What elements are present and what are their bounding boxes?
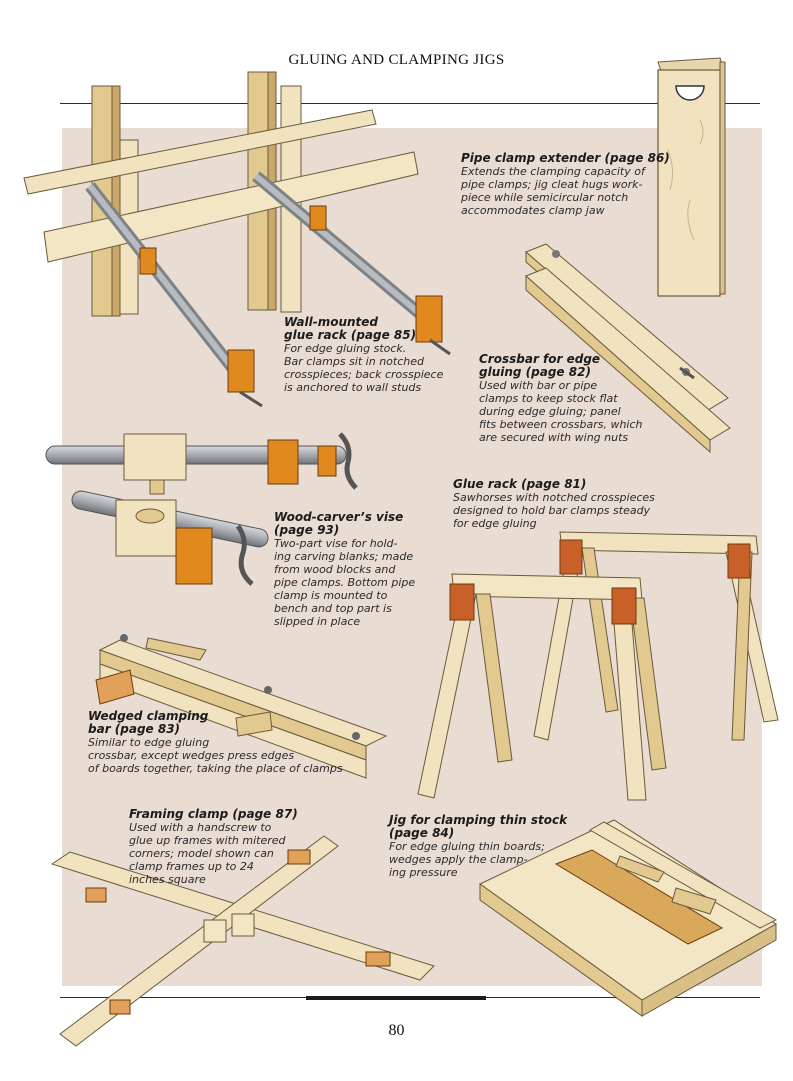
page-title: GLUING AND CLAMPING JIGS (288, 52, 505, 68)
caption-wedged-clamping-bar: Wedged clamping bar (page 83) Similar to… (88, 709, 388, 776)
glue-rack-illustration (417, 531, 779, 801)
top-rule (60, 103, 760, 104)
framing-clamp-illustration (50, 835, 435, 1047)
caption-pipe-clamp-extender: Pipe clamp extender (page 86) Extends th… (461, 151, 691, 218)
caption-body: Sawhorses with notched crosspieces desig… (453, 491, 655, 530)
caption-body: Extends the clamping capacity of pipe cl… (461, 165, 645, 217)
caption-heading: Framing clamp (page 87) (129, 807, 298, 821)
page-number: 80 (388, 1022, 405, 1039)
caption-heading: Wall-mounted glue rack (page 85) (284, 315, 417, 342)
caption-body: Two-part vise for hold- ing carving blan… (274, 537, 416, 628)
pipe-clamp-extender-illustration (657, 57, 726, 297)
caption-wall-mounted-glue-rack: Wall-mounted glue rack (page 85) For edg… (284, 315, 474, 395)
caption-framing-clamp: Framing clamp (page 87) Used with a hand… (129, 807, 319, 887)
caption-heading: Wedged clamping bar (page 83) (88, 709, 209, 736)
caption-heading: Pipe clamp extender (page 86) (461, 151, 670, 165)
bottom-rule-accent (306, 996, 486, 1000)
caption-heading: Crossbar for edge gluing (page 82) (479, 352, 601, 379)
caption-wood-carvers-vise: Wood-carver’s vise (page 93) Two-part vi… (274, 510, 434, 629)
caption-glue-rack: Glue rack (page 81) Sawhorses with notch… (453, 477, 693, 531)
caption-body: For edge gluing thin boards; wedges appl… (389, 840, 545, 879)
caption-body: Used with a handscrew to glue up frames … (129, 821, 286, 886)
wall-mounted-glue-rack-illustration (23, 71, 451, 408)
caption-heading: Wood-carver’s vise (page 93) (274, 510, 404, 537)
caption-crossbar-edge-gluing: Crossbar for edge gluing (page 82) Used … (479, 352, 679, 445)
thin-stock-jig-illustration (479, 819, 778, 1017)
caption-body: For edge gluing stock. Bar clamps sit in… (284, 342, 444, 394)
caption-body: Similar to edge gluing crossbar, except … (88, 736, 343, 775)
caption-body: Used with bar or pipe clamps to keep sto… (479, 379, 643, 444)
caption-thin-stock-jig: Jig for clamping thin stock (page 84) Fo… (389, 813, 579, 880)
caption-heading: Glue rack (page 81) (453, 477, 587, 491)
crossbar-edge-gluing-illustration (525, 243, 731, 454)
caption-heading: Jig for clamping thin stock (page 84) (389, 813, 568, 840)
wedged-clamping-bar-illustration (95, 634, 388, 779)
wood-carvers-vise-illustration (45, 432, 358, 586)
